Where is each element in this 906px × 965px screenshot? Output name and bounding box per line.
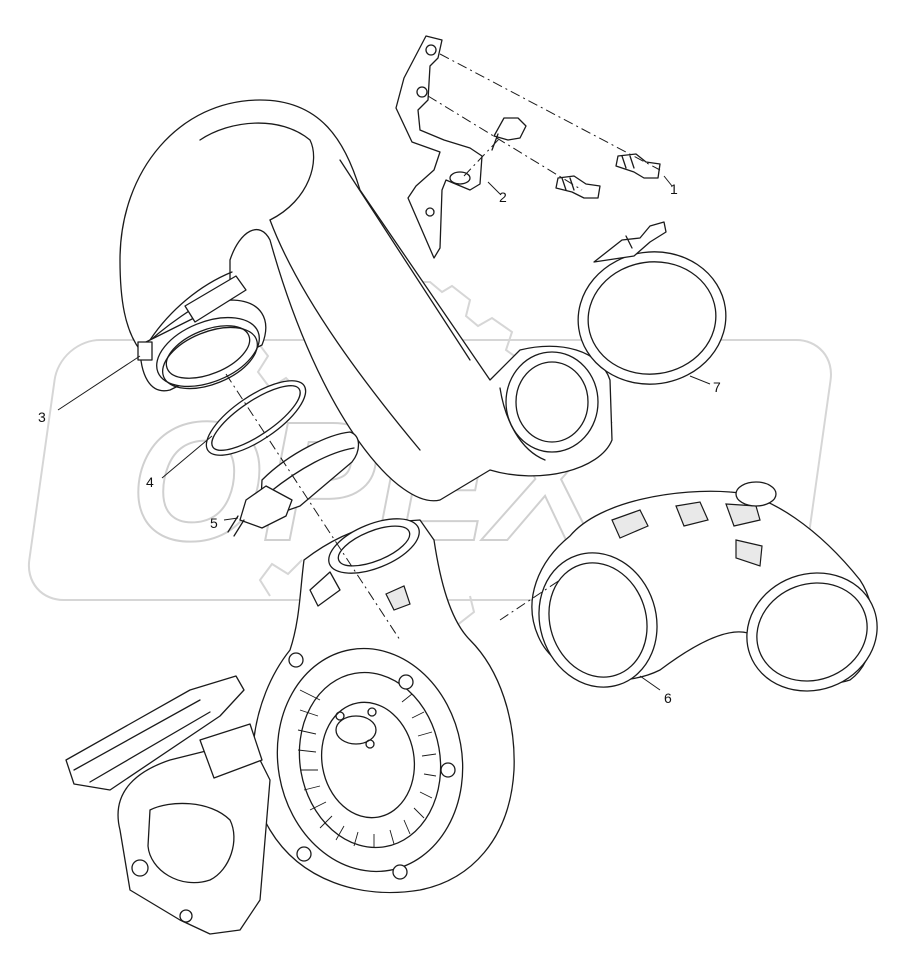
callout-6: 6 xyxy=(664,690,672,706)
callout-2: 2 xyxy=(499,189,507,205)
bolt-a xyxy=(491,117,527,151)
intake-elbow-pipe xyxy=(119,99,613,502)
v-band-clamp xyxy=(577,221,727,385)
assembly-lines xyxy=(225,373,561,641)
leader-lines xyxy=(57,175,711,691)
callout-1: 1 xyxy=(670,181,678,197)
callouts: 1 2 3 4 5 6 7 xyxy=(38,181,721,706)
callout-7: 7 xyxy=(713,379,721,395)
callout-5: 5 xyxy=(210,515,218,531)
bolts xyxy=(427,53,661,199)
o-ring-seal xyxy=(205,380,307,456)
callout-3: 3 xyxy=(38,409,46,425)
elbow-hose xyxy=(531,481,878,692)
clamp xyxy=(227,431,360,537)
turbocharger-icon xyxy=(65,518,515,935)
callout-4: 4 xyxy=(146,474,154,490)
bolt-c xyxy=(615,153,661,179)
mounting-bracket xyxy=(395,35,483,259)
